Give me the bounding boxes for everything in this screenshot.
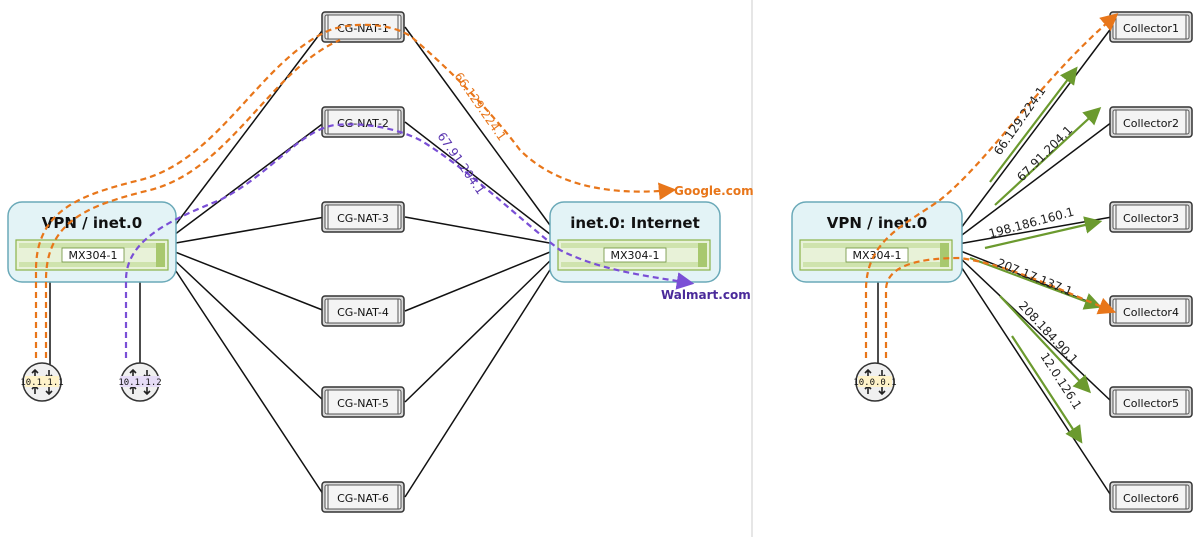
collector-ip-4: 207.17.137.1 xyxy=(995,256,1075,299)
collector-label: Collector2 xyxy=(1123,117,1179,130)
flow-arrow-5 xyxy=(999,295,1092,394)
collector-6: Collector6 xyxy=(1109,481,1193,513)
flow-arrow-1 xyxy=(989,66,1078,183)
nat-label: CG-NAT-6 xyxy=(337,492,389,505)
collector-label: Collector3 xyxy=(1123,212,1179,225)
collector-label: Collector5 xyxy=(1123,397,1179,410)
host-ip: 10.1.1.2 xyxy=(118,378,161,388)
cg-nat-3: CG-NAT-3 xyxy=(321,201,405,233)
google-path xyxy=(34,23,677,358)
collector-path-1 xyxy=(864,13,1119,358)
collector-4: Collector4 xyxy=(1109,295,1193,327)
collector-path-4 xyxy=(884,256,1117,358)
router-label: MX304-1 xyxy=(853,249,902,262)
vpn-title: VPN / inet.0 xyxy=(42,214,142,232)
cg-nat-4: CG-NAT-4 xyxy=(321,295,405,327)
collector-label: Collector1 xyxy=(1123,22,1179,35)
internet-node: inet.0: Internet MX304-1 xyxy=(549,201,721,283)
vpn-title: VPN / inet.0 xyxy=(827,214,927,232)
collector-ip-3: 198.186.160.1 xyxy=(987,205,1075,241)
host-ip: 10.1.1.1 xyxy=(20,378,63,388)
nat-label: CG-NAT-4 xyxy=(337,306,389,319)
flow-arrow-3 xyxy=(984,216,1103,250)
host-3: 10.0.0.1 xyxy=(853,362,897,402)
router-label: MX304-1 xyxy=(69,249,118,262)
collector-ip-1: 66.129.224.1 xyxy=(991,84,1048,158)
flow-arrow-4 xyxy=(969,256,1103,310)
nat-label: CG-NAT-5 xyxy=(337,397,389,410)
cg-nat-5: CG-NAT-5 xyxy=(321,386,405,418)
collector-label: Collector4 xyxy=(1123,306,1179,319)
flow-arrows xyxy=(969,66,1103,444)
nat-label: CG-NAT-2 xyxy=(337,117,389,130)
cg-nat-2: CG-NAT-2 xyxy=(321,106,405,138)
host-2: 10.1.1.2 xyxy=(118,362,162,402)
vpn-node-left: VPN / inet.0 MX304-1 xyxy=(7,201,177,283)
collector-label: Collector6 xyxy=(1123,492,1179,505)
internet-title: inet.0: Internet xyxy=(570,214,700,232)
right-panel: VPN / inet.0 MX304-1 Collector1 Collecto… xyxy=(791,11,1193,513)
cg-nat-6: CG-NAT-6 xyxy=(321,481,405,513)
host-1: 10.1.1.1 xyxy=(20,362,64,402)
router-label: MX304-1 xyxy=(611,249,660,262)
ip-label-walmart: 67.91.204.1 xyxy=(435,130,488,197)
collector-1: Collector1 xyxy=(1109,11,1193,43)
cg-nat-1: CG-NAT-1 xyxy=(321,11,405,43)
left-links xyxy=(49,26,556,498)
collector-3: Collector3 xyxy=(1109,201,1193,233)
vpn-node-right: VPN / inet.0 MX304-1 xyxy=(791,201,963,283)
nat-label: CG-NAT-3 xyxy=(337,212,389,225)
flow-arrow-2 xyxy=(994,107,1102,206)
host-ip: 10.0.0.1 xyxy=(853,378,896,388)
collector-5: Collector5 xyxy=(1109,386,1193,418)
nat-label: CG-NAT-1 xyxy=(337,22,389,35)
google-path-return xyxy=(44,38,341,358)
dest-walmart: Walmart.com xyxy=(661,288,751,302)
ip-label-google: 66.129.224.1 xyxy=(452,70,509,144)
dest-google: Google.com xyxy=(674,184,754,198)
walmart-path xyxy=(124,123,695,358)
collector-2: Collector2 xyxy=(1109,106,1193,138)
collector-ip-2: 67.91.204.1 xyxy=(1014,123,1075,184)
left-panel: VPN / inet.0 MX304-1 inet.0: Internet MX… xyxy=(7,11,754,513)
flow-arrow-6 xyxy=(1011,335,1083,444)
